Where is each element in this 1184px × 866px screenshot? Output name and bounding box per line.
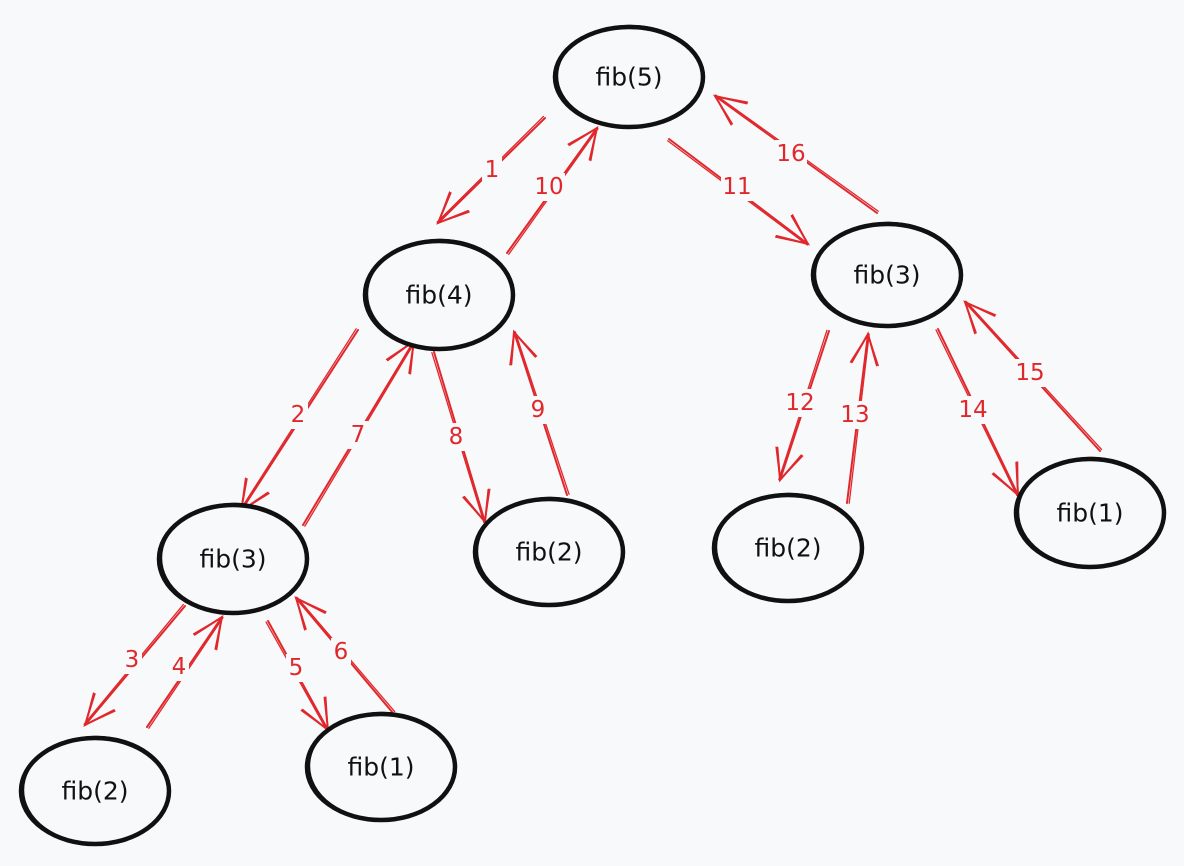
node-ellipse-sketch	[1017, 456, 1166, 568]
step-label-bg	[286, 654, 306, 682]
step-number-label: 2	[291, 402, 306, 428]
node-label: fib(3)	[199, 545, 266, 574]
step-number-label: 10	[534, 174, 563, 200]
node-ellipse-sketch	[308, 711, 457, 821]
node-n3l: fib(3)	[156, 502, 310, 616]
step-arrow-12: 12	[775, 329, 830, 483]
step-arrow-13: 13	[839, 331, 879, 504]
node-fill	[365, 241, 513, 349]
node-fill	[21, 738, 169, 844]
step-label-bg	[288, 401, 308, 429]
step-label-bg	[446, 423, 466, 451]
step-number-label: 12	[785, 390, 814, 416]
step-arrow-8: 8	[431, 351, 491, 525]
node-n4: fib(4)	[362, 238, 516, 352]
arrowhead-sketch	[775, 446, 804, 482]
node-fill	[813, 224, 961, 326]
step-number-label: 6	[334, 639, 349, 665]
step-number-label: 5	[289, 655, 304, 681]
node-ellipse-sketch	[160, 502, 309, 614]
step-number-label: 13	[840, 402, 869, 428]
node-ellipse-sketch	[366, 238, 515, 350]
step-arrow-11: 11	[667, 138, 811, 246]
node-ellipse-sketch	[715, 492, 864, 602]
step-label-bg	[348, 421, 368, 449]
node-ellipse-sketch	[476, 496, 625, 606]
arrowhead-sketch	[774, 214, 810, 245]
step-number-label: 9	[531, 397, 546, 423]
step-number-label: 7	[351, 422, 366, 448]
node-fill	[714, 495, 862, 601]
node-fill	[159, 505, 307, 613]
node-n1b: fib(1)	[1013, 456, 1167, 570]
step-number-label: 11	[722, 174, 751, 200]
node-fill	[307, 714, 455, 820]
step-label-bg	[839, 401, 871, 429]
step-label-bg	[482, 156, 502, 184]
arrowhead-sketch	[849, 332, 879, 367]
node-fill	[555, 27, 703, 127]
node-label: fib(1)	[1056, 499, 1123, 528]
node-ellipse-sketch	[556, 24, 705, 128]
node-label: fib(4)	[405, 281, 472, 310]
arrowhead-sketch	[436, 191, 470, 224]
step-number-label: 1	[485, 157, 500, 183]
node-fill	[475, 499, 623, 605]
step-arrow-2: 2	[239, 328, 359, 514]
step-arrow-10: 10	[506, 125, 599, 255]
step-label-bg	[122, 646, 142, 674]
step-label-bg	[169, 653, 189, 681]
node-ellipse-sketch	[22, 735, 171, 845]
node-n2c: fib(2)	[711, 492, 865, 604]
node-label: fib(5)	[595, 63, 662, 92]
step-arrow-6: 6	[294, 596, 396, 714]
arrowhead-sketch	[509, 330, 538, 366]
arrowhead-sketch	[713, 95, 749, 126]
step-arrow-7: 7	[302, 338, 416, 527]
step-arrow-1: 1	[436, 115, 546, 225]
step-label-bg	[331, 638, 351, 666]
step-number-label: 14	[958, 397, 987, 423]
step-label-bg	[1014, 359, 1046, 387]
step-arrow-3: 3	[83, 603, 186, 727]
node-label: fib(2)	[754, 534, 821, 563]
step-arrow-16: 16	[712, 94, 879, 214]
arrowhead-sketch	[567, 126, 598, 162]
step-label-bg	[775, 140, 807, 168]
arrowhead-sketch	[964, 300, 997, 335]
step-number-label: 4	[172, 654, 187, 680]
nodes-layer: fib(5) fib(4) fib(3) fib(3) fib(2) fib(2) fib(…	[18, 24, 1167, 847]
step-arrow-14: 14	[935, 328, 1020, 498]
node-label: fib(2)	[515, 538, 582, 567]
node-label: fib(2)	[61, 777, 128, 806]
step-arrow-4: 4	[146, 614, 224, 729]
node-ellipse-sketch	[814, 221, 963, 327]
node-label: fib(3)	[853, 261, 920, 290]
arrowhead-sketch	[84, 692, 116, 727]
step-arrow-5: 5	[265, 620, 330, 733]
node-fill	[1016, 459, 1164, 567]
step-arrow-15: 15	[963, 300, 1103, 452]
step-number-label: 15	[1015, 360, 1044, 386]
node-n2b: fib(2)	[472, 496, 626, 608]
node-n3r: fib(3)	[810, 221, 964, 329]
node-n5: fib(5)	[552, 24, 706, 130]
arrowhead-sketch	[192, 615, 223, 651]
step-label-bg	[528, 396, 548, 424]
step-label-bg	[533, 173, 565, 201]
step-number-label: 8	[449, 424, 464, 450]
step-label-bg	[957, 396, 989, 424]
arrowhead-sketch	[295, 596, 327, 631]
node-label: fib(1)	[347, 753, 414, 782]
node-n2a: fib(2)	[18, 735, 172, 847]
step-label-bg	[721, 173, 753, 201]
step-number-label: 3	[125, 647, 140, 673]
node-n1a: fib(1)	[304, 711, 458, 823]
step-label-bg	[784, 389, 816, 417]
step-arrow-9: 9	[509, 329, 570, 496]
step-number-label: 16	[776, 141, 805, 167]
